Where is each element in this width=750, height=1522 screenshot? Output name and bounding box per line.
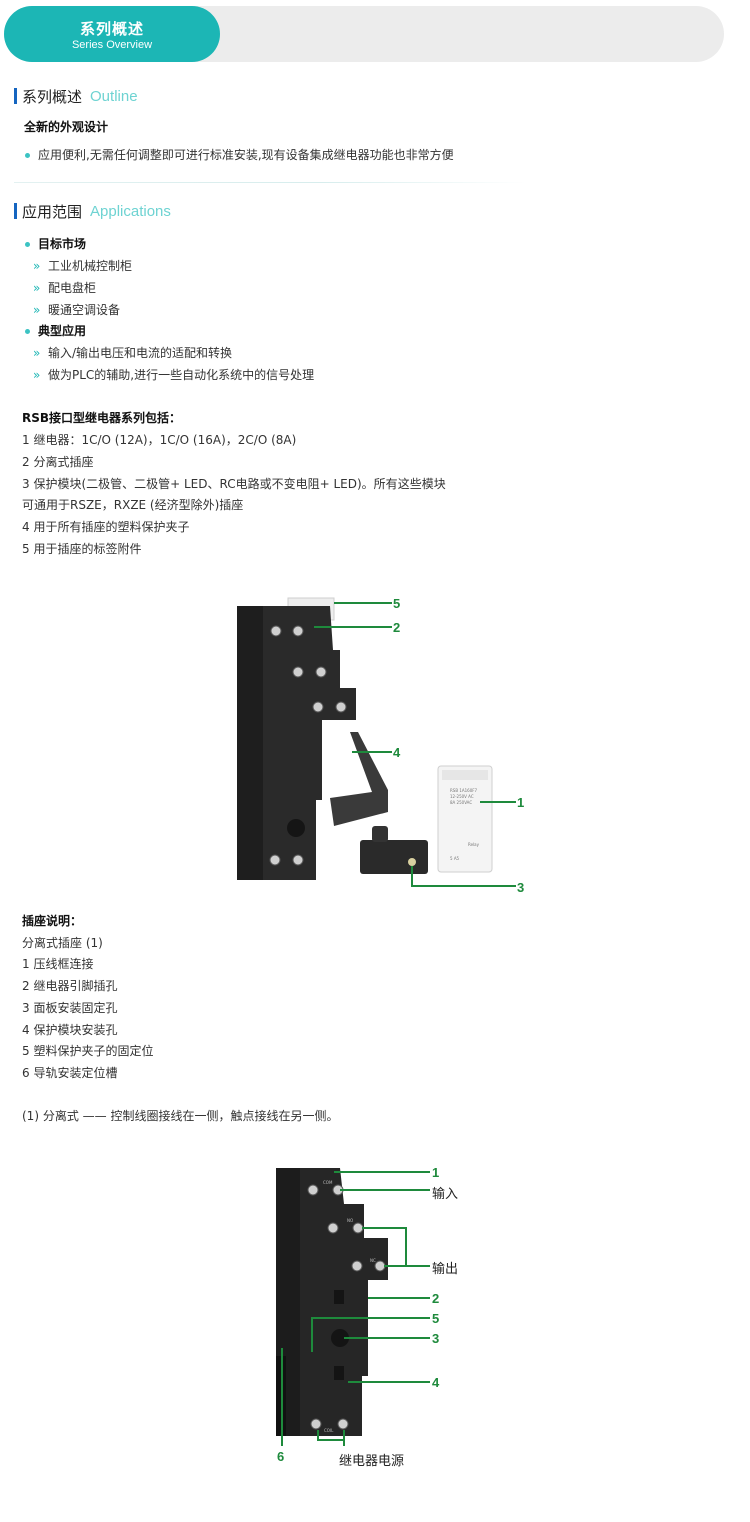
mount-hole-2-shape bbox=[331, 1329, 349, 1347]
socket2-body-shape bbox=[276, 1168, 388, 1436]
input-label: 输入 bbox=[432, 1187, 459, 1202]
callout-label: 1 bbox=[517, 795, 525, 810]
relay-text: 5 A5 bbox=[450, 856, 460, 861]
bullet-dot bbox=[25, 242, 30, 247]
callout-label: 5 bbox=[432, 1311, 440, 1326]
callout-label: 2 bbox=[432, 1291, 440, 1306]
outline-bullet: 应用便利,无需任何调整即可进行标准安装,现有设备集成继电器功能也非常方便 bbox=[38, 148, 454, 162]
socket-note: (1) 分离式 —— 控制线圈接线在一侧，触点接线在另一侧。 bbox=[22, 1109, 339, 1123]
chevron-icon: » bbox=[33, 281, 41, 295]
callout-label: 3 bbox=[517, 880, 525, 895]
banner-pill: 系列概述 Series Overview bbox=[4, 6, 220, 62]
socket-line: 5 塑料保护夹子的固定位 bbox=[22, 1044, 154, 1058]
applications-heading-cn: 应用范围 bbox=[22, 202, 83, 221]
rsb-line: 可通用于RSZE，RXZE (经济型除外)插座 bbox=[22, 498, 244, 512]
rsb-line: 3 保护模块(二极管、二极管+ LED、RC电路或不变电阻+ LED)。所有这些… bbox=[22, 477, 446, 491]
list-item: 工业机械控制柜 bbox=[48, 259, 133, 273]
terminal-text: NO bbox=[347, 1218, 353, 1223]
section-divider bbox=[14, 182, 526, 183]
callout-label: 1 bbox=[432, 1165, 440, 1180]
protection-plug-shape bbox=[372, 826, 388, 842]
socket-line: 3 面板安装固定孔 bbox=[22, 1001, 118, 1015]
relay-module-shape bbox=[437, 765, 493, 873]
plastic-clip-shape bbox=[330, 732, 388, 826]
chevron-icon: » bbox=[33, 346, 41, 360]
callout-label: 4 bbox=[393, 745, 401, 760]
module-hole-shape bbox=[334, 1366, 344, 1380]
list-item: 配电盘柜 bbox=[48, 281, 97, 295]
callout-label: 2 bbox=[393, 620, 401, 635]
mount-hole-shape bbox=[287, 819, 305, 837]
heading-bar bbox=[14, 88, 17, 104]
rsb-title: RSB接口型继电器系列包括： bbox=[22, 411, 182, 425]
socket-line: 分离式插座 (1) bbox=[22, 936, 103, 950]
list-item: 暖通空调设备 bbox=[48, 303, 121, 317]
banner-title-cn: 系列概述 bbox=[79, 20, 144, 38]
applications-heading: 应用范围 Applications bbox=[14, 201, 171, 221]
callout-label: 6 bbox=[277, 1449, 285, 1464]
bullet-dot bbox=[25, 329, 30, 334]
terminal-text: NC bbox=[370, 1258, 376, 1263]
relay-top-shape bbox=[442, 770, 488, 780]
led-shape bbox=[408, 858, 416, 866]
socket-body-shape bbox=[237, 606, 356, 880]
relay-text: Relay bbox=[468, 842, 480, 847]
list-item: 输入/输出电压和电流的适配和转换 bbox=[48, 346, 233, 360]
socket-side-shape bbox=[237, 606, 263, 880]
protection-module-shape bbox=[360, 840, 428, 874]
socket-title: 插座说明： bbox=[22, 914, 83, 928]
chevron-icon: » bbox=[33, 303, 41, 317]
socket-line: 2 继电器引脚插孔 bbox=[22, 979, 118, 993]
outline-subtitle: 全新的外观设计 bbox=[24, 120, 109, 134]
chevron-icon: » bbox=[33, 259, 41, 273]
pin-socket-shape bbox=[334, 1290, 344, 1304]
leader-lines-2 bbox=[281, 1171, 430, 1446]
group-title: 目标市场 bbox=[38, 237, 87, 251]
rsb-line: 2 分离式插座 bbox=[22, 455, 94, 469]
applications-heading-en: Applications bbox=[90, 202, 171, 220]
group-title: 典型应用 bbox=[38, 324, 87, 338]
callout-label: 5 bbox=[393, 596, 401, 611]
terminal-text: COM bbox=[323, 1180, 333, 1185]
rsb-line: 5 用于插座的标签附件 bbox=[22, 542, 142, 556]
heading-bar bbox=[14, 203, 17, 219]
socket-line: 4 保护模块安装孔 bbox=[22, 1023, 118, 1037]
callout-label: 3 bbox=[432, 1331, 440, 1346]
rsb-line: 1 继电器：1C/O (12A)，1C/O (16A)，2C/O (8A) bbox=[22, 433, 297, 447]
screw-terminals-2 bbox=[307, 1184, 386, 1430]
socket-line: 6 导轨安装定位槽 bbox=[22, 1066, 118, 1080]
leader-lines bbox=[314, 602, 516, 887]
relay-text: RSB 1A160F7 bbox=[450, 788, 478, 793]
list-item: 做为PLC的辅助,进行一些自动化系统中的信号处理 bbox=[48, 368, 315, 382]
outline-heading-cn: 系列概述 bbox=[22, 87, 83, 106]
section-banner: 系列概述 Series Overview bbox=[4, 6, 724, 62]
screw-terminals bbox=[269, 625, 347, 866]
socket-line: 1 压线框连接 bbox=[22, 957, 94, 971]
relay-text: 8A 250VAC bbox=[450, 800, 472, 805]
banner-title-en: Series Overview bbox=[71, 39, 153, 51]
relay-system-figure: RSB 1A160F7 12-250V AC 8A 250VAC Relay 5… bbox=[237, 597, 516, 887]
terminal-text: COIL bbox=[324, 1428, 334, 1433]
socket-figure: COM NO NC COIL bbox=[276, 1168, 430, 1446]
relay-power-label: 继电器电源 bbox=[339, 1454, 405, 1469]
relay-text: 12-250V AC bbox=[450, 794, 474, 799]
chevron-icon: » bbox=[33, 368, 41, 382]
outline-heading-en: Outline bbox=[90, 87, 138, 105]
bullet-dot bbox=[25, 153, 30, 158]
output-label: 输出 bbox=[432, 1262, 459, 1277]
outline-heading: 系列概述 Outline bbox=[14, 86, 138, 106]
rsb-line: 4 用于所有插座的塑料保护夹子 bbox=[22, 520, 190, 534]
callout-label: 4 bbox=[432, 1375, 440, 1390]
